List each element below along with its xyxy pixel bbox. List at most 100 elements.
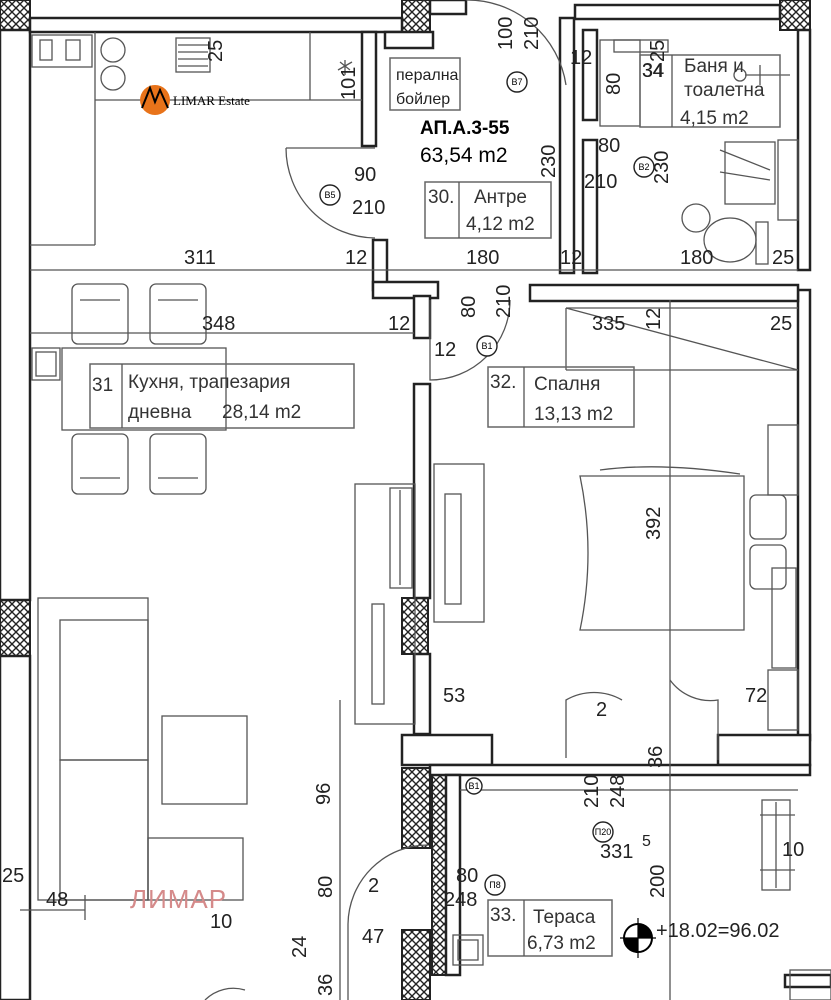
- door-tag: B7: [506, 71, 528, 93]
- apartment-code: АП.А.3-55: [420, 118, 510, 139]
- svg-text:25: 25: [2, 865, 24, 887]
- room-label-box: [639, 54, 781, 128]
- svg-text:34: 34: [642, 60, 664, 82]
- dining-set: [31, 283, 227, 495]
- doors: [204, 0, 719, 1000]
- room-33-area: 6,73 m2: [527, 933, 596, 954]
- svg-text:5: 5: [642, 833, 651, 850]
- room-34-name-line2: тоалетна: [684, 80, 765, 101]
- door-tag: B5: [319, 184, 341, 206]
- svg-text:B5: B5: [324, 190, 335, 200]
- room-34-name-line1: Баня и: [684, 56, 744, 77]
- svg-text:B1: B1: [468, 781, 479, 791]
- elevation-label: +18.02=96.02: [656, 920, 779, 942]
- svg-text:B2: B2: [638, 162, 649, 172]
- dimensions: 100 210 12 80 25 25 34 101 90 210 230 80…: [2, 17, 804, 996]
- svg-text:80: 80: [315, 876, 337, 898]
- svg-text:LIMAR Estate: LIMAR Estate: [173, 93, 250, 108]
- svg-text:12: 12: [560, 247, 582, 269]
- room-label-box: [89, 363, 355, 429]
- svg-text:248: 248: [607, 775, 629, 808]
- laundry-label-line2: бойлер: [396, 91, 450, 108]
- svg-text:B1: B1: [481, 341, 492, 351]
- laundry-label-line1: перална: [396, 67, 459, 84]
- svg-text:311: 311: [184, 247, 216, 269]
- elevation-marker: [620, 918, 656, 958]
- room-32-number: 32.: [490, 372, 516, 393]
- svg-text:48: 48: [46, 889, 68, 911]
- svg-text:230: 230: [651, 151, 673, 184]
- bathroom-fixtures: [599, 39, 799, 265]
- svg-text:335: 335: [592, 313, 625, 335]
- svg-text:100: 100: [495, 17, 517, 50]
- svg-text:200: 200: [647, 865, 669, 898]
- svg-text:12: 12: [570, 47, 592, 69]
- room-30-name: Антре: [474, 187, 527, 208]
- room-33-number: 33.: [490, 905, 516, 926]
- svg-text:90: 90: [354, 164, 376, 186]
- room-label-box: [487, 366, 635, 428]
- svg-text:96: 96: [313, 783, 335, 805]
- svg-text:53: 53: [443, 685, 465, 707]
- svg-text:210: 210: [521, 17, 543, 50]
- svg-text:80: 80: [598, 135, 620, 157]
- room-32-name: Спалня: [534, 374, 600, 395]
- svg-text:10: 10: [782, 839, 804, 861]
- door-tag: B1: [465, 777, 483, 795]
- room-label-box: [487, 899, 613, 957]
- apartment-area: 63,54 m2: [420, 144, 508, 167]
- kitchen-fixtures: [31, 34, 353, 91]
- door-tag: П8: [484, 874, 506, 896]
- room-33-name: Тераса: [533, 907, 596, 928]
- svg-text:12: 12: [345, 247, 367, 269]
- room-31-area: 28,14 m2: [222, 402, 301, 423]
- room-32-area: 13,13 m2: [534, 404, 613, 425]
- room-30-number: 30.: [428, 187, 454, 208]
- svg-text:230: 230: [538, 145, 560, 178]
- svg-text:2: 2: [368, 875, 379, 897]
- reference-lines: [20, 32, 799, 1000]
- room-label-box: [389, 57, 461, 111]
- svg-text:80: 80: [456, 865, 478, 887]
- svg-text:25: 25: [770, 313, 792, 335]
- room-31-name-line2: дневна: [128, 402, 192, 423]
- svg-text:25: 25: [647, 40, 669, 62]
- svg-text:47: 47: [362, 926, 384, 948]
- watermark-text: ЛИМАР: [130, 884, 227, 914]
- svg-text:210: 210: [493, 285, 515, 318]
- svg-text:10: 10: [210, 911, 232, 933]
- svg-text:36: 36: [315, 974, 337, 996]
- structural-columns: [0, 0, 811, 1000]
- svg-text:12: 12: [434, 339, 456, 361]
- svg-text:72: 72: [745, 685, 767, 707]
- svg-text:25: 25: [205, 40, 227, 62]
- bedroom-furniture: [433, 424, 799, 731]
- svg-text:2: 2: [596, 699, 607, 721]
- svg-text:331: 331: [600, 841, 633, 863]
- limar-estate-logo: LIMAR Estate: [140, 85, 250, 115]
- room-label-box: [424, 181, 552, 239]
- door-tag: B1: [476, 335, 498, 357]
- svg-text:180: 180: [680, 247, 713, 269]
- room-31-name-line1: Кухня, трапезария: [128, 372, 290, 393]
- room-31-number: 31: [92, 375, 113, 396]
- svg-text:25: 25: [772, 247, 794, 269]
- room-34-area: 4,15 m2: [680, 108, 749, 129]
- living-furniture: [37, 483, 416, 901]
- svg-text:12: 12: [388, 313, 410, 335]
- svg-text:210: 210: [581, 775, 603, 808]
- svg-text:24: 24: [289, 936, 311, 958]
- svg-text:П20: П20: [595, 827, 611, 837]
- svg-text:248: 248: [444, 889, 477, 911]
- svg-text:210: 210: [352, 197, 385, 219]
- svg-text:348: 348: [202, 313, 235, 335]
- svg-text:80: 80: [603, 73, 625, 95]
- svg-text:B7: B7: [511, 77, 522, 87]
- door-tag: П20: [592, 821, 614, 843]
- svg-text:П8: П8: [489, 880, 500, 890]
- svg-text:12: 12: [643, 308, 665, 330]
- room-34-number: 34: [642, 61, 664, 82]
- terrace-fixtures: [452, 789, 831, 1000]
